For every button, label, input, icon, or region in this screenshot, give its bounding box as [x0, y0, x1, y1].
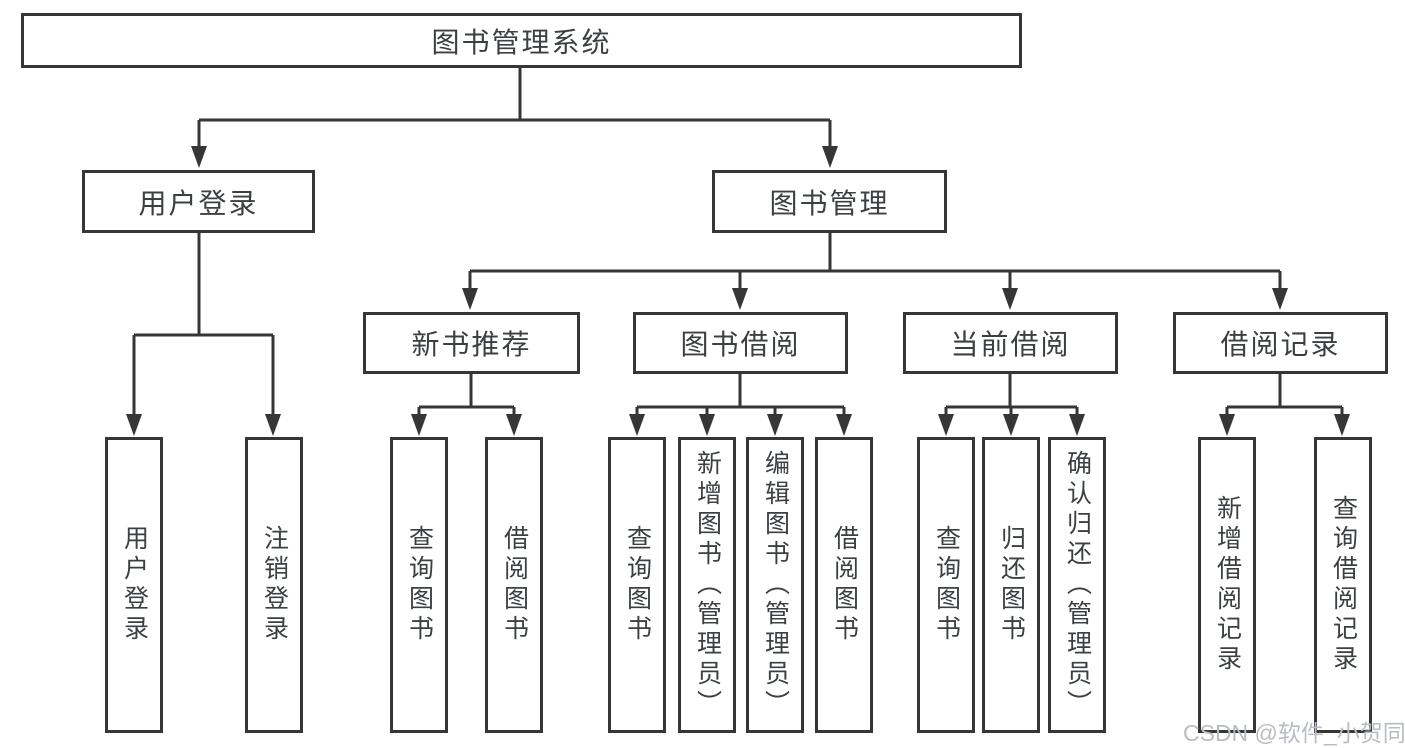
- arrow-down-icon: [126, 414, 142, 436]
- node-leaf-user-login: 用户登录: [105, 437, 163, 733]
- node-root: 图书管理系统: [21, 13, 1022, 68]
- node-leaf-query-books-3: 查询图书: [917, 437, 975, 733]
- node-leaf-query-books-2: 查询图书: [608, 437, 666, 733]
- node-borrowing-records: 借阅记录: [1173, 312, 1388, 374]
- node-leaf-logout: 注销登录: [245, 437, 303, 733]
- arrow-down-icon: [265, 414, 281, 436]
- watermark: CSDN @软件_小贺同学: [1183, 720, 1405, 746]
- arrow-down-icon: [699, 414, 715, 436]
- arrow-down-icon: [1069, 414, 1085, 436]
- arrow-down-icon: [411, 414, 427, 436]
- node-leaf-borrow-books-2: 借阅图书: [815, 437, 873, 733]
- node-leaf-borrow-books-1: 借阅图书: [485, 437, 543, 733]
- node-book-borrowing: 图书借阅: [633, 312, 848, 374]
- node-leaf-add-borrow-record: 新增借阅记录: [1198, 437, 1256, 733]
- connector-path: [132, 68, 1344, 416]
- node-leaf-return-book: 归还图书: [982, 437, 1040, 733]
- node-book-management: 图书管理: [712, 170, 947, 233]
- arrow-down-icon: [1272, 288, 1288, 310]
- node-leaf-query-books-1: 查询图书: [390, 437, 448, 733]
- node-leaf-query-borrow-record: 查询借阅记录: [1314, 437, 1372, 733]
- arrow-down-icon: [938, 414, 954, 436]
- arrow-down-icon: [462, 288, 478, 310]
- arrow-down-icon: [1002, 288, 1018, 310]
- node-leaf-edit-book-admin: 编辑图书（管理员）: [746, 437, 804, 733]
- node-current-borrowing: 当前借阅: [903, 312, 1118, 374]
- node-leaf-confirm-return-admin: 确认归还（管理员）: [1048, 437, 1106, 733]
- arrow-down-icon: [1003, 414, 1019, 436]
- node-user-login: 用户登录: [82, 170, 315, 233]
- node-new-book-recommend: 新书推荐: [363, 312, 580, 374]
- arrow-down-icon: [767, 414, 783, 436]
- node-leaf-add-book-admin: 新增图书（管理员）: [678, 437, 736, 733]
- arrow-down-icon: [1219, 414, 1235, 436]
- arrow-down-icon: [506, 414, 522, 436]
- arrow-down-icon: [629, 414, 645, 436]
- arrowheads: [126, 146, 1350, 436]
- arrow-down-icon: [836, 414, 852, 436]
- arrow-down-icon: [1334, 414, 1350, 436]
- arrow-down-icon: [191, 146, 207, 168]
- arrow-down-icon: [732, 288, 748, 310]
- arrow-down-icon: [822, 146, 838, 168]
